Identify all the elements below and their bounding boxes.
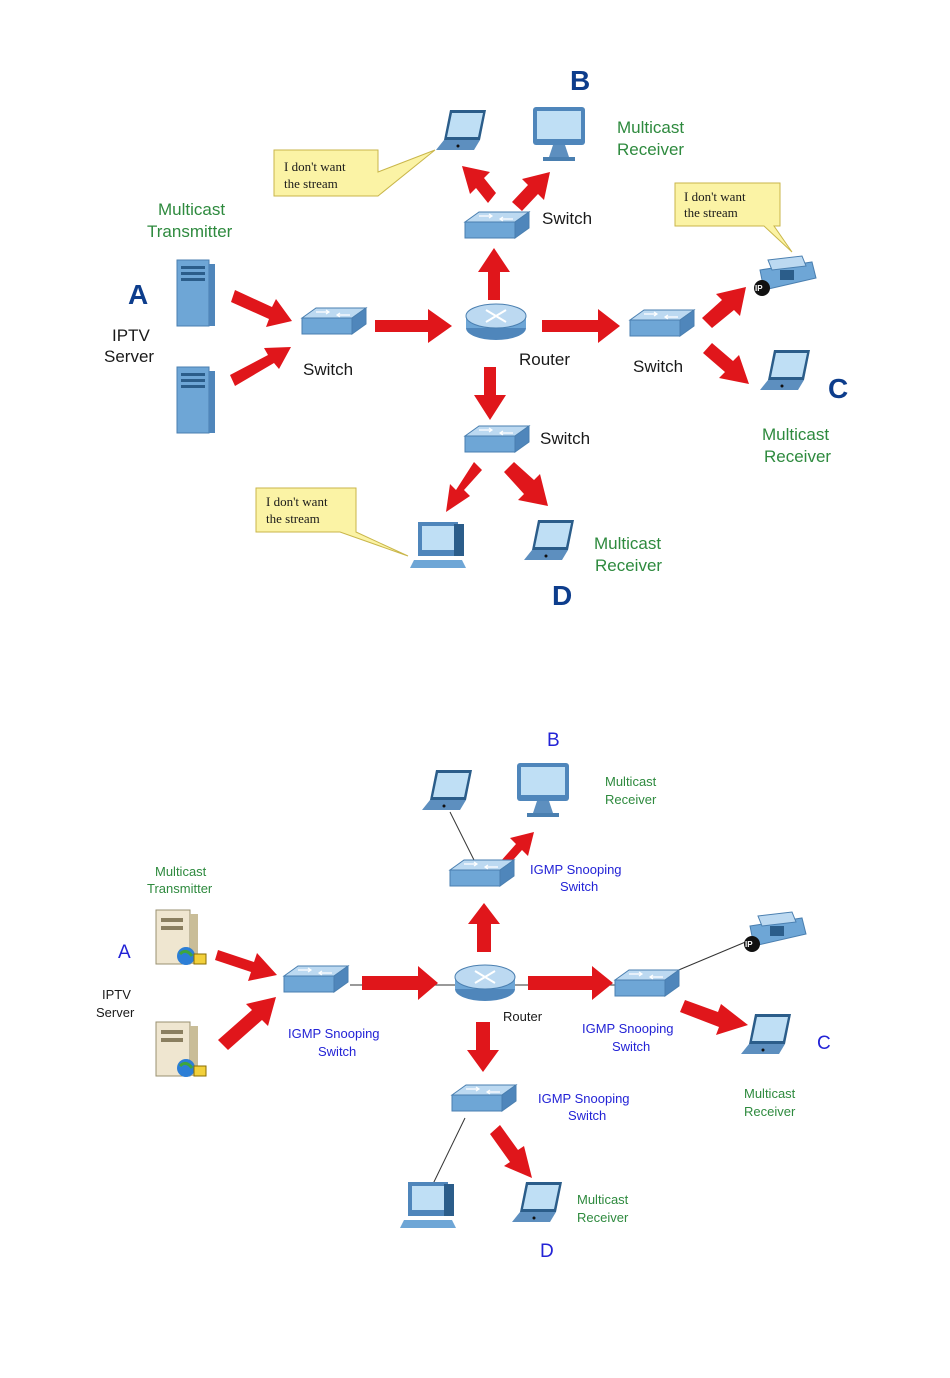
igmp-bottom-label-1: IGMP Snooping	[538, 1091, 630, 1106]
arrow-b-router-rightswitch	[528, 966, 613, 1000]
igmp-right-label-1: IGMP Snooping	[582, 1021, 674, 1036]
arrow-router-topswitch	[478, 248, 510, 300]
receiver-d-label-2: Receiver	[595, 556, 662, 575]
letter-d-top: D	[552, 580, 572, 611]
b-receiver-d-label-2: Receiver	[577, 1210, 629, 1225]
igmp-left-label-2: Switch	[318, 1044, 356, 1059]
arrow-b-router-topswitch	[468, 903, 500, 952]
arrow-switch-router	[375, 309, 452, 343]
receiver-c-label-2: Receiver	[764, 447, 831, 466]
b-receiver-d-label-1: Multicast	[577, 1192, 629, 1207]
arrow-topswitch-laptop	[462, 166, 496, 203]
callout-d: I don't want the stream	[255, 487, 409, 557]
arrow-b-rightswitch-laptopC	[680, 1000, 748, 1035]
switch-bottom-label: Switch	[540, 429, 590, 448]
b-receiver-c-label-1: Multicast	[744, 1086, 796, 1101]
receiver-b-label-2: Receiver	[617, 140, 684, 159]
router-bottom	[454, 964, 516, 1002]
b-receiver-b-label-1: Multicast	[605, 774, 657, 789]
b-iptv-label-2: Server	[96, 1005, 135, 1020]
igmp-top-label-2: Switch	[560, 879, 598, 894]
arrow-b-server2-switch	[218, 997, 276, 1050]
bottom-arrows	[215, 832, 748, 1178]
phone-badge-top: IP	[755, 284, 763, 293]
arrow-topswitch-monitor	[512, 172, 550, 211]
transmitter-label-2: Transmitter	[147, 222, 233, 241]
arrow-router-bottomswitch	[474, 367, 506, 420]
letter-d-bottom: D	[540, 1241, 554, 1262]
letter-b-bottom: B	[547, 730, 560, 751]
b-transmitter-label-2: Transmitter	[147, 881, 213, 896]
b-receiver-c-label-2: Receiver	[744, 1104, 796, 1119]
callout-c: I don't want the stream	[674, 182, 793, 253]
switch-left-label: Switch	[303, 360, 353, 379]
transmitter-label-1: Multicast	[158, 200, 225, 219]
iptv-server-top-1	[176, 259, 216, 327]
svg-text:the stream: the stream	[266, 511, 320, 526]
ip-phone-top	[753, 255, 817, 297]
svg-text:the stream: the stream	[284, 176, 338, 191]
iptv-label-2: Server	[104, 347, 154, 366]
laptop-d	[524, 520, 574, 560]
b-receiver-b-label-2: Receiver	[605, 792, 657, 807]
arrow-router-rightswitch	[542, 309, 620, 343]
svg-text:I don't want: I don't want	[684, 189, 746, 204]
igmp-switch-bottom	[451, 1084, 517, 1112]
switch-right-label: Switch	[633, 357, 683, 376]
router-top-label: Router	[519, 350, 570, 369]
igmp-bottom-label-2: Switch	[568, 1108, 606, 1123]
b-transmitter-label-1: Multicast	[155, 864, 207, 879]
switch-top	[464, 211, 530, 239]
router-bottom-label: Router	[503, 1009, 543, 1024]
iptv-server-top-2	[176, 366, 216, 434]
arrow-b-server1-switch	[215, 950, 277, 981]
top-arrows	[230, 166, 749, 512]
arrow-server2-switch	[230, 347, 291, 386]
phone-badge-bottom: IP	[745, 940, 753, 949]
desktop-d-bottom	[400, 1182, 456, 1228]
switch-right	[629, 309, 695, 337]
iptv-label-1: IPTV	[112, 326, 150, 345]
laptop-c	[760, 350, 810, 390]
arrow-b-bottomswitch-laptopD	[490, 1125, 532, 1178]
arrow-bottomswitch-desktop	[446, 462, 482, 512]
switch-bottom	[464, 425, 530, 453]
desktop-d	[410, 522, 466, 568]
igmp-right-label-2: Switch	[612, 1039, 650, 1054]
svg-text:I don't want: I don't want	[284, 159, 346, 174]
letter-b-top: B	[570, 65, 590, 96]
arrow-rightswitch-phone	[702, 287, 746, 328]
arrow-rightswitch-laptopC	[703, 343, 749, 384]
arrow-server1-switch	[231, 290, 292, 327]
igmp-switch-left	[283, 965, 349, 993]
switch-left	[301, 307, 367, 335]
b-iptv-label-1: IPTV	[102, 987, 131, 1002]
arrow-b-topswitch-monitor	[500, 832, 534, 868]
letter-a-bottom: A	[118, 942, 131, 963]
laptop-b	[436, 110, 486, 150]
igmp-left-label-1: IGMP Snooping	[288, 1026, 380, 1041]
letter-a-top: A	[128, 279, 148, 310]
svg-text:the stream: the stream	[684, 205, 738, 220]
receiver-d-label-1: Multicast	[594, 534, 661, 553]
arrow-b-switch-router	[362, 966, 438, 1000]
bottom-diagram: IP B A C D Multicast Receiver Multicast …	[96, 722, 856, 1262]
router-top	[465, 303, 527, 341]
letter-c-bottom: C	[817, 1033, 831, 1054]
letter-c-top: C	[828, 373, 848, 404]
igmp-switch-top	[449, 859, 515, 887]
receiver-b-label-1: Multicast	[617, 118, 684, 137]
igmp-switch-right	[614, 969, 680, 997]
arrow-b-router-bottomswitch	[467, 1022, 499, 1072]
arrow-bottomswitch-laptopD	[504, 462, 548, 506]
igmp-top-label-1: IGMP Snooping	[530, 862, 622, 877]
top-diagram: IP I don't want the stream I don't want …	[104, 65, 848, 611]
callout-b: I don't want the stream	[273, 149, 436, 197]
switch-top-label: Switch	[542, 209, 592, 228]
svg-text:I don't want: I don't want	[266, 494, 328, 509]
monitor-b	[533, 107, 585, 161]
receiver-c-label-1: Multicast	[762, 425, 829, 444]
